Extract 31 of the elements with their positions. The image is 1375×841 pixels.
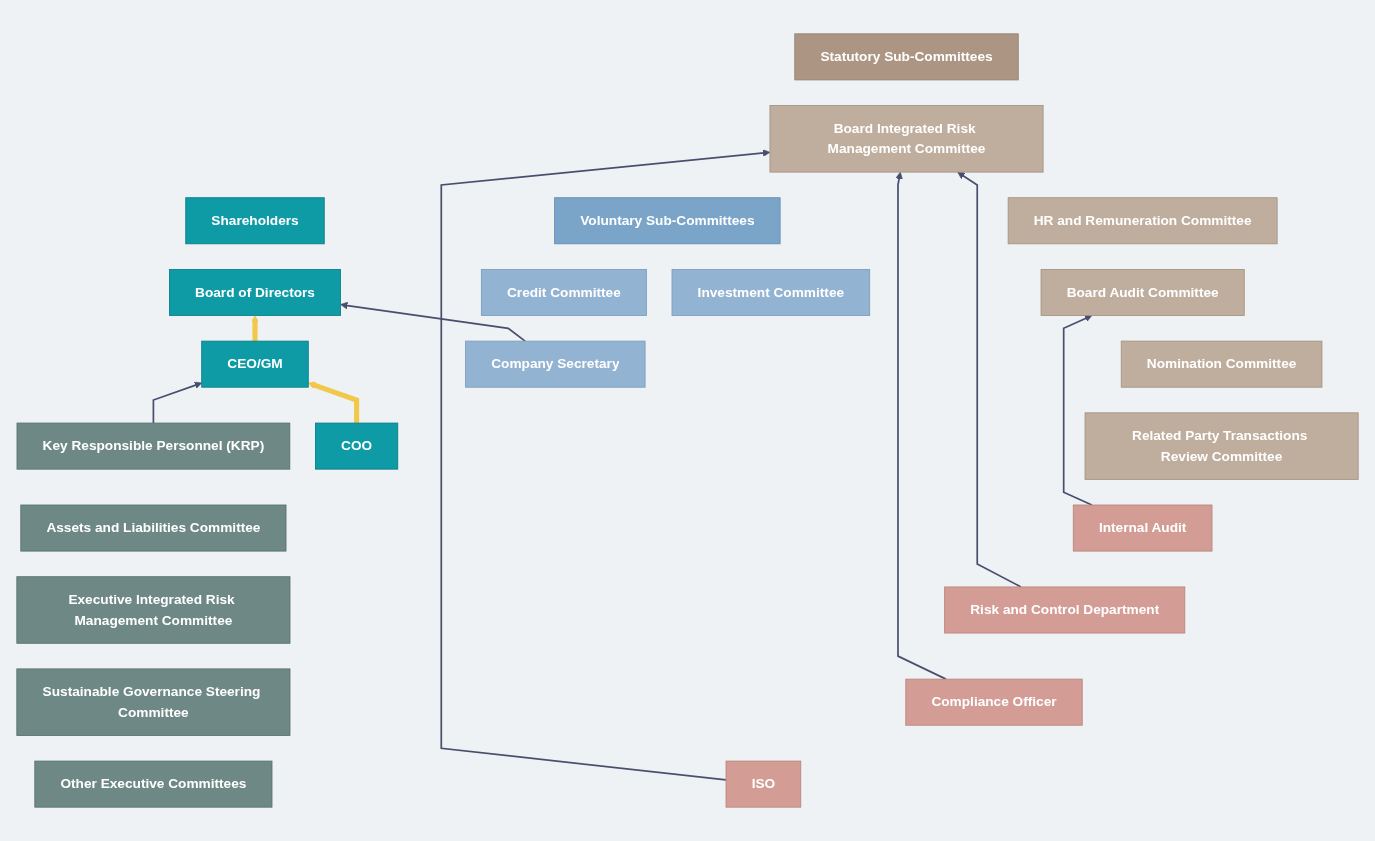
node-box: Executive Integrated Risk Management Committee (16, 576, 291, 644)
arrow (307, 381, 360, 424)
node-box: Other Executive Committees (34, 760, 273, 808)
node-box: ISO (725, 760, 802, 808)
node-box: CEO/GM (201, 340, 309, 388)
node-box: Related Party Transactions Review Committee (1084, 412, 1359, 480)
node-box: Investment Committee (671, 269, 871, 316)
node-box: Nomination Committee (1120, 340, 1323, 388)
arrow (957, 171, 1022, 588)
node-box: Voluntary Sub-Committees (554, 197, 781, 245)
arrow (440, 149, 771, 781)
node-box: Shareholders (185, 197, 325, 245)
arrow (1062, 314, 1093, 506)
node-box: Internal Audit (1072, 504, 1213, 552)
node-box: Credit Committee (480, 269, 647, 316)
node-box: Board Audit Committee (1040, 269, 1245, 316)
node-box: Board Integrated Risk Management Committee (769, 105, 1044, 173)
node-box: Company Secretary (465, 340, 646, 388)
node-box: Risk and Control Department (944, 586, 1186, 634)
node-box: HR and Remuneration Committee (1007, 197, 1278, 245)
arrow (340, 301, 526, 342)
arrow (895, 171, 947, 680)
node-box: Sustainable Governance Steering Committee (16, 668, 291, 736)
arrow (251, 315, 259, 342)
node-box: COO (315, 422, 399, 470)
arrow (152, 381, 203, 424)
node-box: Statutory Sub-Committees (794, 33, 1019, 81)
node-box: Compliance Officer (905, 678, 1083, 726)
node-box: Key Responsible Personnel (KRP) (16, 422, 291, 470)
node-box: Board of Directors (169, 269, 341, 316)
node-box: Assets and Liabilities Committee (20, 504, 287, 552)
